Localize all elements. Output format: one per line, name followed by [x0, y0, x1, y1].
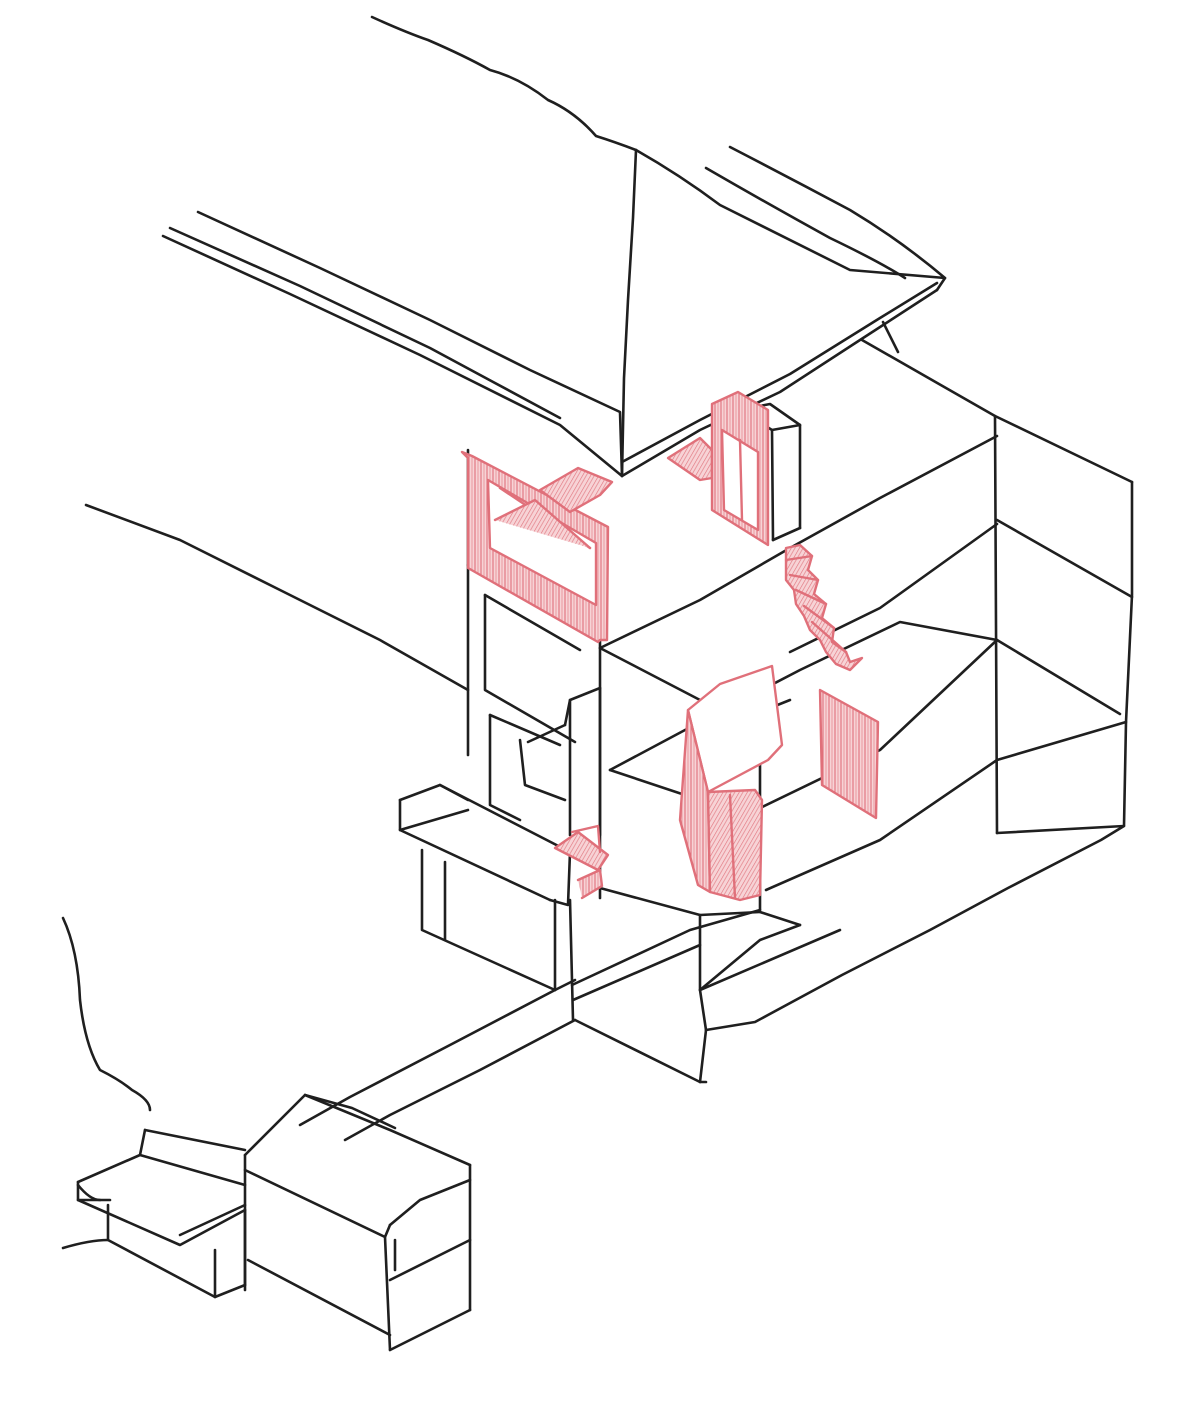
walkway — [298, 908, 762, 1142]
building-linework — [61, 15, 1134, 1352]
upper-window-frame — [460, 450, 610, 644]
red-highlight-elements — [460, 390, 880, 902]
ground-contour-base — [61, 1238, 110, 1250]
right-wall-panel — [818, 688, 880, 820]
main-house-eave-line — [84, 503, 470, 692]
roof-gap-infill — [538, 466, 614, 514]
outbuilding-large — [243, 1093, 472, 1352]
ground-contour — [61, 916, 152, 1112]
roof — [161, 15, 947, 478]
outbuilding-small — [76, 1128, 247, 1299]
ground-contour-low — [76, 1183, 102, 1202]
tilted-wall-panel — [678, 664, 784, 902]
rear-window-frame — [710, 390, 770, 547]
stair-flight — [784, 543, 864, 672]
porch-step — [398, 783, 577, 1022]
lower-step-block — [553, 824, 610, 900]
